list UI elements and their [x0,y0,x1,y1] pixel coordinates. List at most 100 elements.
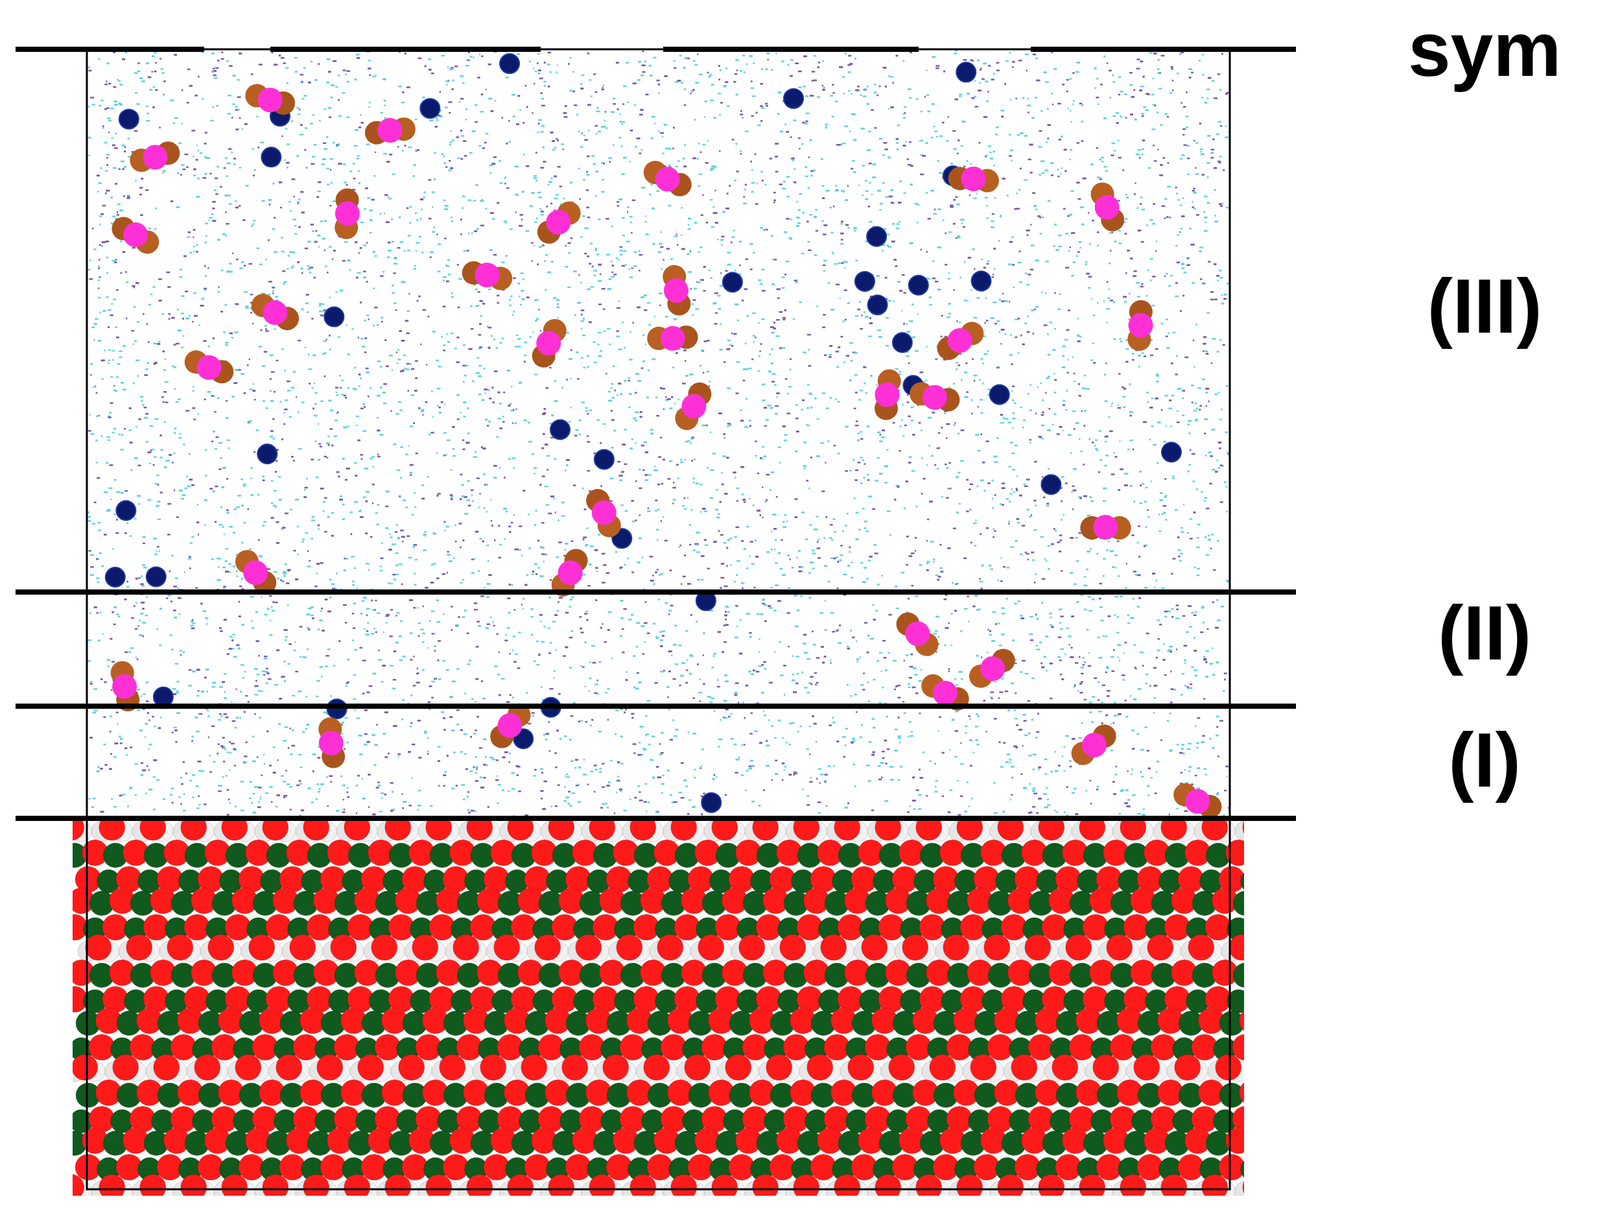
water-dot [629,276,633,279]
water-dot [493,338,496,341]
water-dot [735,526,740,529]
water-dot [776,495,778,498]
water-dot [1117,140,1119,142]
water-dot [822,84,824,87]
water-dot [272,228,276,231]
water-dot [420,208,423,211]
water-dot [1030,309,1035,312]
water-dot [539,77,544,80]
water-dot [368,59,371,62]
water-dot [1069,246,1071,249]
water-dot [1080,450,1083,453]
water-dot [862,95,867,98]
water-dot [326,183,330,186]
water-dot [787,586,791,589]
water-dot [1004,418,1009,421]
water-dot [376,611,380,614]
water-dot [1205,454,1208,457]
water-dot [693,696,695,699]
water-dot [854,374,858,377]
water-dot [370,632,375,635]
water-dot [104,83,108,86]
water-dot [381,796,384,799]
water-dot [295,396,297,399]
water-dot [235,506,240,509]
water-dot [114,182,118,185]
water-dot [1188,227,1192,230]
water-dot [494,370,498,373]
water-dot [395,412,400,415]
water-dot [644,783,648,786]
water-dot [359,114,362,117]
water-dot [365,367,369,370]
water-dot [924,95,926,98]
water-dot [451,139,455,142]
water-dot [258,538,260,541]
water-dot [586,527,589,530]
water-dot [153,70,157,73]
water-dot [266,730,269,733]
water-dot [702,792,705,795]
water-dot [763,710,765,713]
water-dot [1006,194,1009,197]
water-dot [685,630,689,633]
water-dot [538,654,541,657]
water-dot [849,130,851,133]
water-dot [1065,735,1070,738]
water-dot [178,142,182,145]
water-dot [455,136,459,139]
water-dot [919,173,924,176]
water-dot [832,92,835,95]
water-dot [248,548,252,551]
water-dot [1153,711,1156,714]
water-dot [906,811,910,813]
water-dot [377,455,381,458]
water-dot [699,700,701,703]
water-dot [637,785,640,788]
water-dot [840,554,844,557]
water-dot [97,296,101,299]
water-dot [302,97,305,100]
water-dot [805,120,809,123]
water-dot [389,664,394,667]
water-dot [446,551,449,553]
water-dot [96,477,100,480]
water-dot [1175,617,1180,620]
water-dot [698,142,700,145]
water-dot [926,69,928,72]
water-dot [601,581,606,584]
water-dot [120,160,125,163]
water-dot [449,130,452,133]
water-dot [343,748,346,751]
water-dot [1000,342,1002,345]
water-dot [1210,547,1213,550]
water-dot [363,270,366,273]
water-dot [610,446,614,449]
water-dot [518,295,520,298]
water-dot [403,250,406,253]
water-dot [406,363,410,365]
water-dot [851,737,856,740]
water-dot [322,501,327,504]
water-dot [884,481,889,484]
water-dot [1145,486,1149,489]
water-dot [241,128,244,131]
water-dot [863,462,866,465]
water-dot [1139,651,1144,654]
water-dot [218,468,222,471]
water-dot [229,801,231,804]
water-dot [204,222,209,225]
water-dot [944,263,948,266]
water-dot [189,567,192,570]
water-dot [656,189,660,192]
water-dot [112,259,117,262]
water-dot [561,514,566,517]
water-dot [1059,539,1062,542]
water-dot [663,669,666,672]
water-dot [587,470,591,472]
water-dot [411,777,413,780]
water-dot [1123,652,1125,655]
water-dot [195,730,200,733]
water-dot [768,606,773,609]
water-dot [868,559,871,562]
